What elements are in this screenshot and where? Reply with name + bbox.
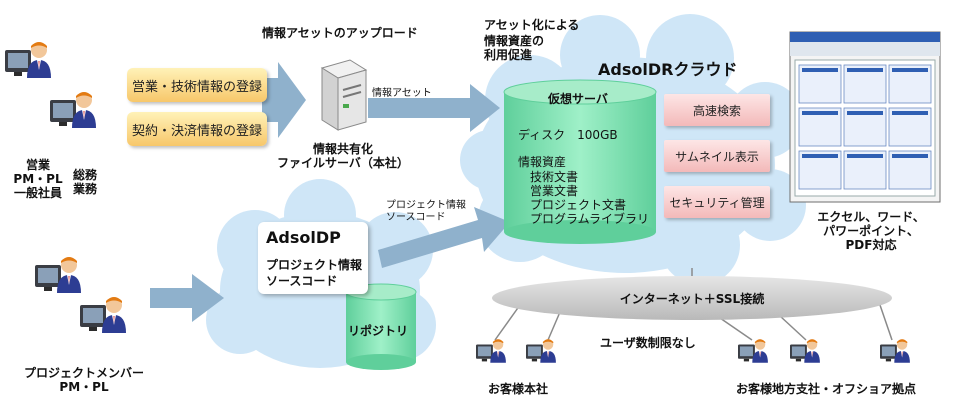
feature-thumbnail: サムネイル表示: [664, 140, 770, 172]
register-contract-button[interactable]: 契約・決済情報の登録: [127, 112, 267, 146]
screenshot-caption-3: PDF対応: [845, 238, 897, 252]
browser-screenshot-icon: [789, 31, 941, 203]
project-members-1: プロジェクトメンバー: [23, 366, 144, 380]
adsoldp-line-2: ソースコード: [266, 274, 338, 288]
customer-branch-label: お客様地方支社・オフショア拠点: [735, 382, 916, 396]
arrow-adsoldp-to-cloud: [378, 207, 510, 268]
person-at-computer-icon: [5, 42, 51, 78]
register-sales-tech-button[interactable]: 営業・技術情報の登録: [127, 68, 267, 102]
adsoldp-title: AdsolDP: [266, 228, 341, 247]
person-at-computer-icon: [476, 339, 506, 363]
repository-label: リポジトリ: [348, 324, 409, 338]
person-at-computer-icon: [526, 339, 556, 363]
adsoldp-card: [258, 222, 368, 294]
file-server-label-2: ファイルサーバ（本社）: [277, 156, 409, 170]
asset-item: プロジェクト文書: [530, 198, 627, 212]
asset-item: 営業文書: [530, 184, 579, 198]
flow-arrows: [150, 62, 510, 322]
network-links: [494, 268, 893, 341]
file-server-label-1: 情報共有化: [312, 142, 373, 156]
adsoldp-line-1: プロジェクト情報: [266, 258, 363, 272]
project-source-label-2: ソースコード: [386, 212, 446, 223]
server-icon: [320, 59, 368, 131]
screenshot-caption-2: パワーポイント、: [823, 224, 919, 238]
person-at-computer-icon: [880, 339, 910, 363]
project-members-2: PM・PL: [59, 380, 109, 394]
repository-cylinder: [345, 283, 417, 370]
group-general-affairs: 総務: [73, 168, 98, 182]
network-band: [492, 276, 892, 320]
asset-item: 技術文書: [530, 170, 579, 184]
virtual-server-disk: ディスク 100GB: [518, 128, 618, 142]
virtual-server-cylinder: [503, 79, 657, 244]
info-asset-label: 情報アセット: [372, 88, 432, 99]
screenshot-caption-1: エクセル、ワード、: [817, 210, 925, 224]
upload-title: 情報アセットのアップロード: [262, 26, 418, 40]
group-pm-pl: PM・PL: [13, 172, 63, 186]
group-staff: 一般社員: [13, 186, 62, 200]
asset-promo-3: 利用促進: [484, 48, 533, 62]
arrow-to-cloud: [368, 84, 500, 132]
cloud-title: AdsolDRクラウド: [598, 60, 738, 79]
arrow-to-server: [262, 62, 306, 138]
feature-security: セキュリティ管理: [664, 186, 770, 218]
group-operations: 業務: [73, 182, 98, 196]
person-at-computer-icon: [50, 92, 96, 128]
customer-hq-label: お客様本社: [487, 382, 548, 396]
feature-fast-search: 高速検索: [664, 94, 770, 126]
group-sales: 営業: [25, 158, 50, 172]
network-label: インターネット＋SSL接続: [619, 292, 765, 306]
person-at-computer-icon: [738, 339, 768, 363]
asset-promo-2: 情報資産の: [484, 34, 545, 48]
project-source-label-1: プロジェクト情報: [386, 200, 466, 211]
virtual-server-title: 仮想サーバ: [548, 92, 608, 106]
arrow-members-to-adsoldp: [150, 274, 224, 322]
user-limit-label: ユーザ数制限なし: [600, 336, 696, 350]
asset-promo-1: アセット化による: [484, 18, 580, 32]
person-at-computer-icon: [35, 257, 81, 293]
assets-heading: 情報資産: [518, 155, 567, 169]
person-at-computer-icon: [80, 297, 126, 333]
asset-item: プログラムライブラリ: [530, 212, 650, 226]
person-at-computer-icon: [790, 339, 820, 363]
